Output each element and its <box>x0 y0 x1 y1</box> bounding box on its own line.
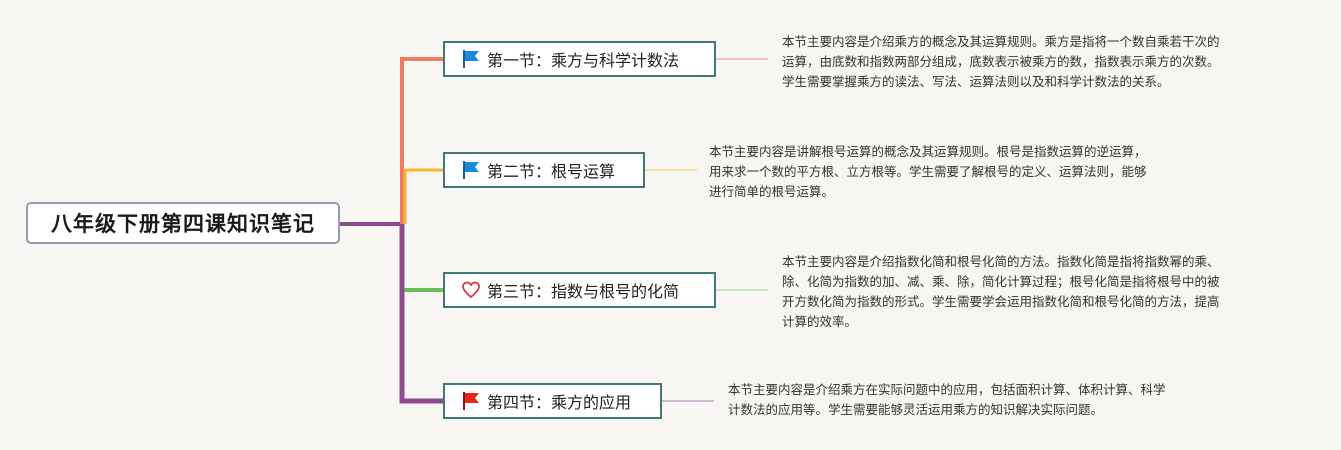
note-section-1: 本节主要内容是介绍乘方的概念及其运算规则。乘方是指将一个数自乘若干次的 运算，由… <box>782 34 1220 89</box>
red-flag-icon <box>462 391 480 411</box>
note-section-3: 本节主要内容是介绍指数化简和根号化简的方法。指数化简是指将指数幂的乘、 除、化简… <box>782 254 1220 329</box>
topic-section-2-label: 第二节：根号运算 <box>487 162 616 181</box>
note-section-4: 本节主要内容是介绍乘方在实际问题中的应用，包括面积计算、体积计算、科学 计数法的… <box>728 382 1166 417</box>
blue-flag-icon <box>462 160 480 180</box>
branch-2-connector <box>403 168 443 224</box>
root-topic[interactable]: 八年级下册第四课知识笔记 <box>26 202 340 244</box>
heart-outline-icon <box>462 280 480 300</box>
topic-section-4-label: 第四节：乘方的应用 <box>487 393 632 412</box>
topic-section-3-label: 第三节：指数与根号的化简 <box>487 282 680 301</box>
topic-section-1[interactable]: 第一节：乘方与科学计数法 <box>443 41 716 77</box>
topic-section-1-label: 第一节：乘方与科学计数法 <box>487 51 680 70</box>
note-section-2: 本节主要内容是讲解根号运算的概念及其运算规则。根号是指数运算的逆运算， 用来求一… <box>709 144 1147 199</box>
branch-4-connector <box>399 224 443 404</box>
branch-1-connector <box>400 57 443 224</box>
topic-section-4[interactable]: 第四节：乘方的应用 <box>443 383 662 419</box>
topic-section-2[interactable]: 第二节：根号运算 <box>443 152 645 188</box>
topic-section-3[interactable]: 第三节：指数与根号的化简 <box>443 272 716 308</box>
branch-3-connector <box>400 224 443 292</box>
blue-flag-icon <box>462 49 480 69</box>
